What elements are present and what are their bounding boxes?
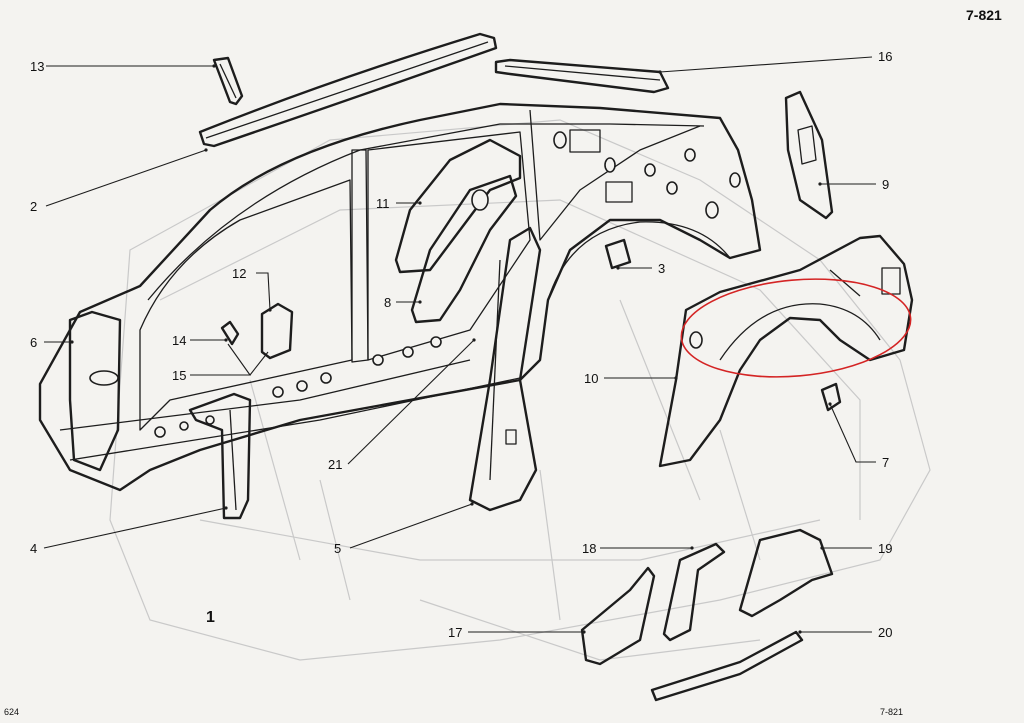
callout-10: 10 (584, 371, 598, 386)
callout-20: 20 (878, 625, 892, 640)
callout-21: 21 (328, 457, 342, 472)
callout-19: 19 (878, 541, 892, 556)
callout-16: 16 (878, 49, 892, 64)
part-4-a-pillar-lower (188, 392, 252, 520)
callout-5: 5 (334, 541, 341, 556)
part-20-sill (650, 630, 804, 702)
part-2-roof-rail (198, 32, 498, 148)
callout-6: 6 (30, 335, 37, 350)
callout-2: 2 (30, 199, 37, 214)
callout-4: 4 (30, 541, 37, 556)
callout-labels: 13 16 2 9 11 3 12 14 15 8 6 10 7 21 4 5 (30, 49, 892, 640)
page-number: 624 (4, 707, 19, 717)
callout-15: 15 (172, 368, 186, 383)
callout-13: 13 (30, 59, 44, 74)
part-13-bracket (212, 56, 244, 106)
callout-3: 3 (658, 261, 665, 276)
part-12-reinforcement (260, 302, 294, 360)
callout-18: 18 (582, 541, 596, 556)
callout-14: 14 (172, 333, 186, 348)
part-11-reinforcement (394, 138, 522, 274)
part-17-sill-outer (580, 566, 656, 666)
sheet-number-bottom: 7-821 (880, 707, 903, 717)
callout-8: 8 (384, 295, 391, 310)
part-8-b-pillar-inner (410, 174, 518, 324)
figure-number: 1 (206, 609, 215, 626)
callout-9: 9 (882, 177, 889, 192)
part-7-bracket (820, 382, 842, 412)
part-9-rear-panel (784, 90, 834, 220)
part-5-b-pillar (468, 226, 542, 512)
callout-11: 11 (376, 196, 390, 211)
ghost-background-drawing (109, 119, 931, 661)
callout-12: 12 (232, 266, 246, 281)
callout-17: 17 (448, 625, 462, 640)
part-19-quarter (738, 528, 834, 618)
part-18-pillar (662, 542, 726, 642)
highlight-marking (680, 278, 912, 378)
part-16-roof-rail (494, 58, 670, 94)
part-10-wheel-house (658, 234, 914, 468)
part-3-bracket (604, 238, 632, 270)
callout-7: 7 (882, 455, 889, 470)
sheet-number-top: 7-821 (966, 7, 1002, 23)
part-14-clip (220, 320, 240, 346)
main-body-side-panel (38, 102, 762, 492)
